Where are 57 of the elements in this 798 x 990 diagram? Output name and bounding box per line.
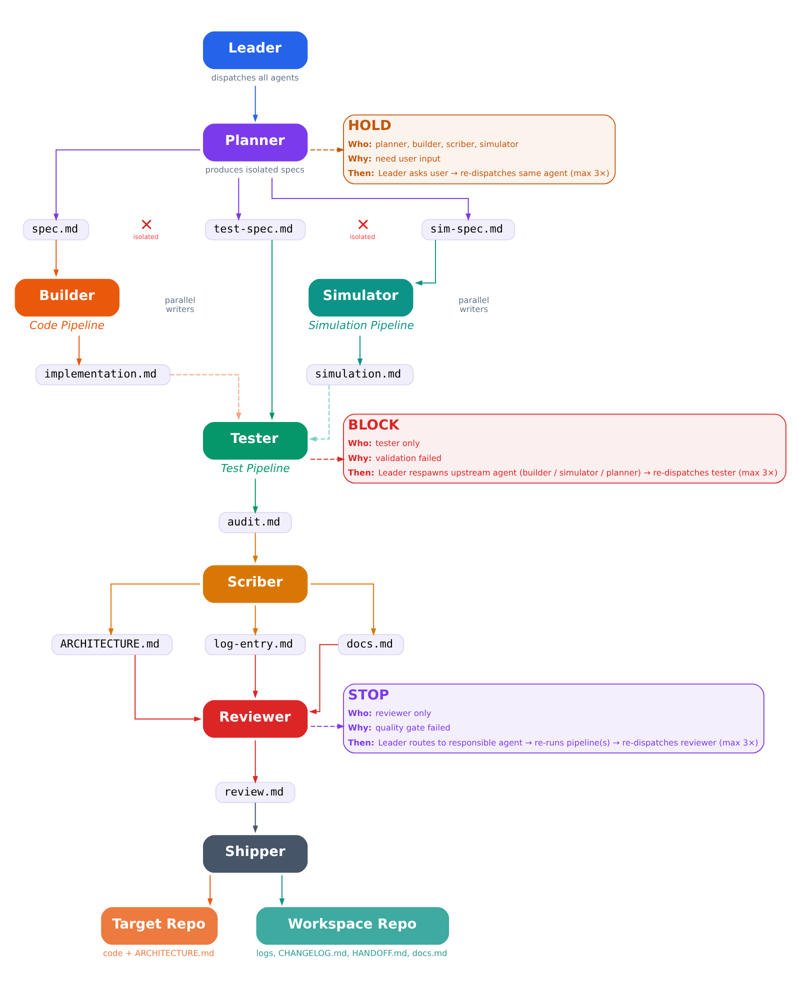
arrow [308, 644, 338, 714]
node-box: audit.md [218, 512, 292, 534]
node-box: Planner [203, 124, 308, 162]
node-label: produces isolated specs [205, 164, 304, 175]
arrow [252, 605, 258, 636]
node-box: Scriber [203, 565, 308, 603]
arrow [252, 740, 258, 784]
node-label: Test Pipeline [220, 462, 290, 476]
node-box: simulation.md [306, 364, 414, 386]
arrow [76, 336, 82, 366]
arrow [357, 336, 363, 366]
arrow [269, 240, 275, 420]
node-box: sim-spec.md [422, 219, 516, 240]
arrow [54, 240, 59, 278]
arrow [252, 654, 258, 698]
arrow [272, 178, 471, 222]
arrow [108, 584, 200, 636]
arrow [54, 149, 200, 222]
node-box: Leader [203, 31, 308, 70]
node-box: Shipper [203, 835, 308, 873]
arrow [310, 147, 345, 152]
label: parallel writers [458, 294, 490, 314]
arrow [414, 240, 436, 286]
node-label: Simulation Pipeline [308, 318, 414, 332]
arrow [170, 374, 242, 420]
node-box: test-spec.md [204, 219, 306, 240]
node-label: dispatches all agents [211, 72, 299, 82]
node-box: Workspace Repo [256, 907, 450, 945]
arrow [279, 875, 285, 906]
node-box: Simulator [308, 278, 414, 316]
arrow [310, 456, 345, 462]
arrow [252, 478, 258, 514]
node-box: implementation.md [35, 364, 170, 386]
node-label: code + ARCHITECTURE.md [102, 948, 214, 958]
arrow [252, 86, 258, 122]
arrow [134, 654, 202, 722]
node-box: review.md [215, 782, 296, 803]
label: ✕ [140, 216, 154, 235]
node-box: Tester [203, 422, 308, 460]
arrow [308, 385, 330, 442]
node-box: Builder [14, 278, 120, 316]
arrow [207, 875, 213, 906]
node-box: Reviewer [203, 700, 308, 738]
node-box: Target Repo [101, 907, 218, 945]
node-box: ARCHITECTURE.md [52, 634, 173, 656]
label: parallel writers [164, 294, 196, 314]
node-label: logs, CHANGELOG.md, HANDOFF.md, docs.md [256, 948, 448, 958]
node-box: log-entry.md [204, 634, 306, 656]
arrow [310, 584, 376, 636]
node-box: spec.md [23, 219, 90, 240]
arrow [252, 802, 258, 834]
arrow [252, 532, 258, 564]
arrow [310, 724, 345, 729]
node-label: Code Pipeline [30, 318, 104, 332]
arrow [236, 178, 242, 221]
label: ✕ [356, 216, 370, 235]
node-box: docs.md [338, 634, 404, 656]
